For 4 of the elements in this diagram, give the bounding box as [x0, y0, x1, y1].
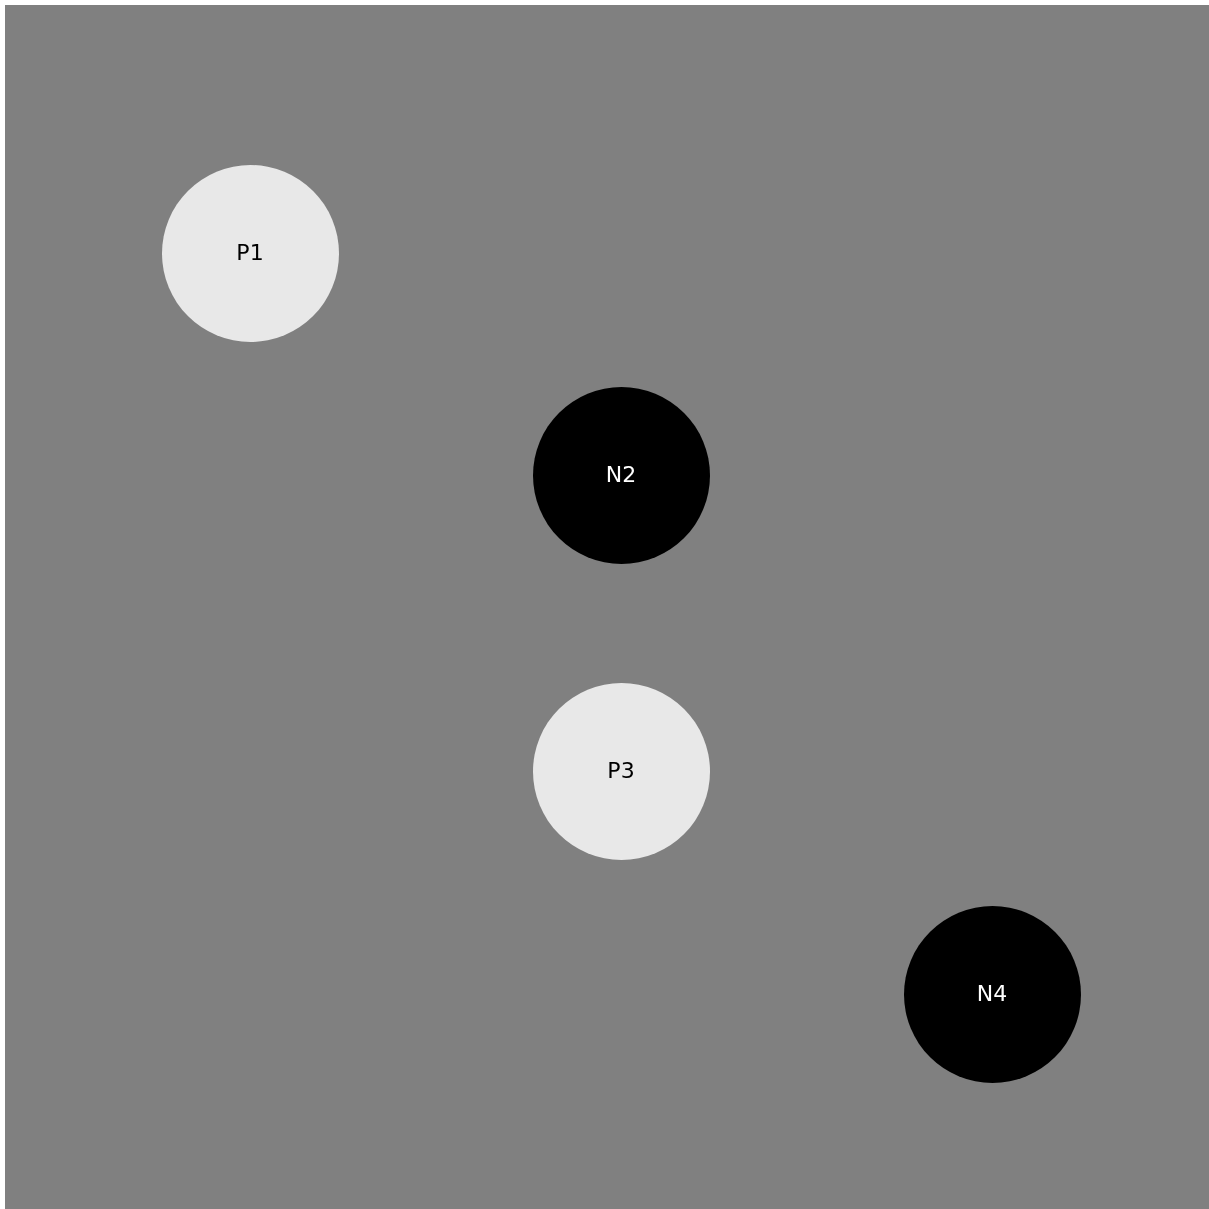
node-label: N2 [605, 464, 637, 486]
node-label: P3 [607, 760, 635, 782]
node-label: N4 [976, 983, 1008, 1005]
node-label: P1 [236, 242, 264, 264]
